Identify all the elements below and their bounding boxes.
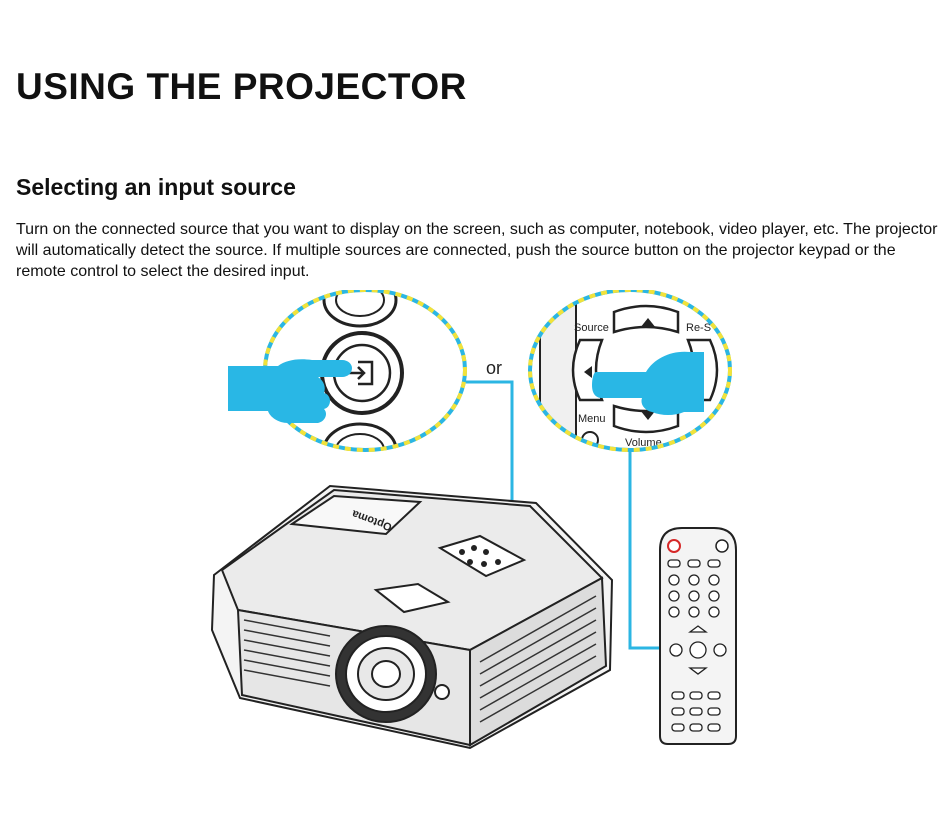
power-button-icon (667, 539, 681, 553)
pointing-hand-icon (592, 351, 704, 415)
remote-control (659, 527, 737, 745)
menu-label: Menu (578, 413, 606, 425)
projector-body: Optoma (210, 484, 614, 750)
projector-lens (335, 625, 437, 723)
source-label: Source (574, 322, 609, 334)
resync-label: Re-S (686, 322, 711, 334)
remote-button-grid (667, 559, 727, 732)
projector-illustration: or Source Re-S Menu Volume (0, 290, 950, 834)
section-heading: Selecting an input source (16, 174, 296, 200)
page-title: USING THE PROJECTOR (16, 66, 467, 107)
projector-keypad (437, 534, 527, 578)
or-label: or (486, 358, 502, 378)
keypad-closeup-callout (263, 290, 467, 452)
instruction-paragraph: Turn on the connected source that you wa… (16, 221, 938, 280)
ir-sensor (434, 684, 450, 700)
keypad-buttons (459, 545, 501, 567)
pointing-hand-icon (228, 359, 352, 423)
side-vent-grille (243, 595, 597, 723)
